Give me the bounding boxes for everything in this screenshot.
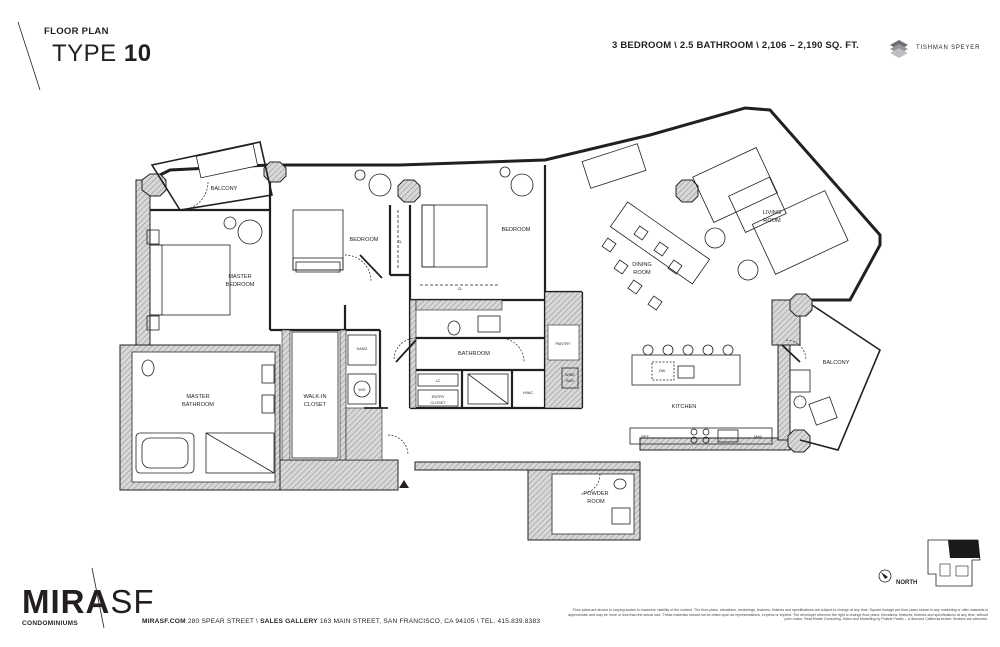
- key-plan: [927, 539, 981, 587]
- furniture: [135, 143, 849, 525]
- plan-type-number: 10: [123, 40, 152, 67]
- north-label: NORTH: [896, 580, 918, 586]
- unit-specs: 3 BEDROOM \ 2.5 BATHROOM \ 2,106 – 2,190…: [612, 40, 859, 51]
- label-bathroom: BATHROOM: [458, 351, 490, 357]
- label-pantry: PANTRY: [555, 342, 571, 346]
- label-cl-2: CL: [458, 287, 463, 291]
- brand-name: TISHMAN SPEYER: [916, 45, 981, 51]
- door-swings: [179, 181, 807, 495]
- label-wd: W/D: [358, 388, 366, 392]
- separator: \: [255, 618, 259, 625]
- label-walk-in-1: WALK-IN: [303, 394, 326, 400]
- entry-marker-icon: [399, 480, 409, 488]
- label-dw: DW: [659, 369, 666, 373]
- label-hvac: HVAC: [523, 391, 534, 395]
- label-powder-2: ROOM: [587, 499, 605, 505]
- label-living-1: LIVING: [763, 210, 781, 216]
- logo-subtitle: CONDOMINIUMS: [22, 620, 78, 627]
- sales-gallery-label: SALES GALLERY: [260, 618, 318, 625]
- label-bedroom-1: BEDROOM: [350, 237, 379, 243]
- logo-slash: [91, 567, 105, 629]
- exterior-walls: [119, 106, 882, 541]
- sales-address: 163 MAIN STREET, SAN FRANCISCO, CA 94105: [319, 618, 475, 625]
- label-balcony-right: BALCONY: [823, 360, 850, 366]
- logo-sf: SF: [110, 583, 155, 620]
- tishman-speyer-logo-icon: [890, 40, 908, 58]
- label-balcony-left: BALCONY: [211, 186, 238, 192]
- north-arrow-icon: [878, 569, 892, 583]
- label-hang: HANG: [357, 347, 368, 351]
- street-address: 280 SPEAR STREET: [187, 618, 254, 625]
- doors: [359, 180, 801, 409]
- interior-hatched-walls: [281, 291, 583, 461]
- label-dining-2: ROOM: [633, 270, 651, 276]
- label-mw: M/W: [754, 435, 762, 439]
- label-master-bedroom-2: BEDROOM: [226, 282, 255, 288]
- label-ref: REF: [641, 435, 649, 439]
- label-entry-closet-1: ENTRY: [432, 395, 445, 399]
- label-wine-bar-1: WINE: [565, 373, 575, 377]
- website-link[interactable]: MIRASF.COM: [142, 618, 186, 625]
- balcony-left-outline: [150, 141, 273, 211]
- contact-line: MIRASF.COM 280 SPEAR STREET \ SALES GALL…: [142, 618, 540, 625]
- balcony-right-outline: [799, 304, 881, 451]
- structural-columns: [141, 161, 813, 453]
- floor-plan-label: FLOOR PLAN: [44, 26, 109, 37]
- label-bedroom-2: BEDROOM: [502, 227, 531, 233]
- legal-disclaimer: Floor plans are shown to varying scales …: [568, 608, 988, 622]
- label-master-bedroom-1: MASTER: [228, 274, 251, 280]
- label-lc: LC: [436, 379, 441, 383]
- separator: \: [476, 618, 479, 625]
- label-dining-1: DINING: [632, 262, 652, 268]
- label-kitchen: KITCHEN: [672, 404, 697, 410]
- label-master-bathroom-1: MASTER: [186, 394, 209, 400]
- label-living-2: ROOM: [763, 218, 781, 224]
- mira-logo: MIRASF: [22, 583, 155, 621]
- header-slash: [17, 21, 41, 91]
- logo-text: MIRA: [22, 583, 111, 620]
- label-powder-1: POWDER: [583, 491, 608, 497]
- label-walk-in-2: CLOSET: [304, 402, 327, 408]
- phone-number: TEL. 415.839.8383: [480, 618, 541, 625]
- label-entry-closet-2: CLOSET: [430, 401, 446, 405]
- label-cl-1: CL: [398, 240, 403, 244]
- label-master-bathroom-2: BATHROOM: [182, 402, 214, 408]
- plan-type-title: TYPE 10: [52, 40, 152, 68]
- label-wine-bar-2: BAR: [566, 379, 574, 383]
- plan-type-prefix: TYPE: [52, 40, 117, 67]
